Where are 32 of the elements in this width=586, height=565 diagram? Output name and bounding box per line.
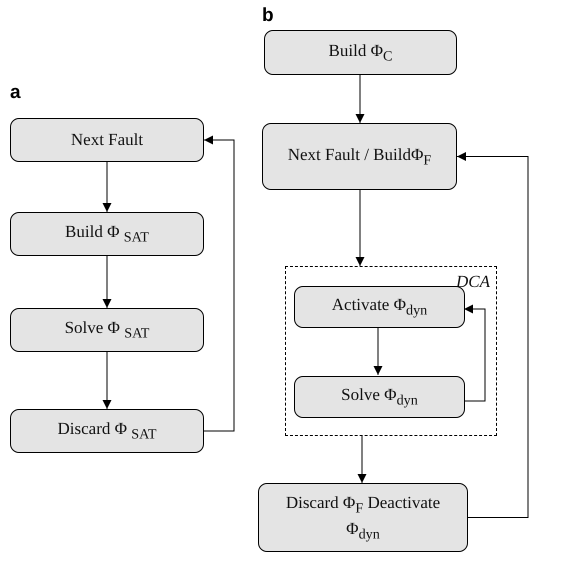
arrow bbox=[456, 152, 528, 518]
arrow bbox=[102, 256, 112, 308]
box-label: Next Fault bbox=[70, 128, 144, 151]
panel-label: a bbox=[10, 82, 21, 104]
box-label: Build Φ $_{SAT}$ bbox=[64, 221, 150, 247]
arrow bbox=[356, 74, 364, 124]
arrow bbox=[358, 436, 366, 484]
process-box bbox=[262, 123, 457, 190]
arrow bbox=[204, 136, 234, 432]
box-label: Next Fault / BuildΦ$_{F}$ bbox=[286, 144, 432, 170]
panel-label: b bbox=[262, 5, 274, 27]
process-box bbox=[264, 30, 457, 75]
arrow bbox=[464, 304, 486, 402]
process-box bbox=[10, 212, 204, 256]
box-label: Discard Φ$_{F}$ Deactivate Φ$_{dyn}$ bbox=[284, 492, 442, 544]
box-label: Discard Φ $_{SAT}$ bbox=[56, 418, 158, 444]
process-box bbox=[294, 376, 465, 418]
arrow bbox=[102, 352, 112, 410]
dashed-group-box bbox=[285, 266, 497, 436]
arrow bbox=[374, 326, 382, 376]
box-label: Solve Φ$_{dyn}$ bbox=[340, 384, 419, 410]
process-box bbox=[294, 286, 465, 328]
process-box bbox=[258, 483, 468, 552]
group-title: DCA bbox=[456, 271, 490, 293]
box-label: Activate Φ$_{dyn}$ bbox=[330, 294, 428, 320]
arrow bbox=[102, 162, 112, 212]
box-label: Solve Φ $_{SAT}$ bbox=[64, 317, 150, 343]
process-box bbox=[10, 118, 204, 162]
process-box bbox=[10, 308, 204, 352]
box-label: Build Φ$_{C}$ bbox=[328, 40, 394, 66]
process-box bbox=[10, 409, 204, 453]
arrow bbox=[356, 190, 364, 266]
